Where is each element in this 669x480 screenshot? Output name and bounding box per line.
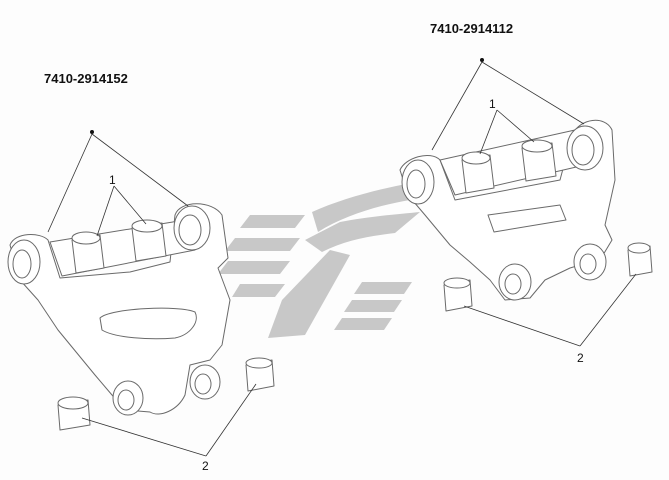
- right-loose-bushings: [443, 242, 653, 312]
- right-part-number: 7410-2914112: [430, 21, 513, 36]
- right-leaders: [431, 58, 637, 347]
- left-callout-bushing-upper: 1: [109, 173, 116, 187]
- right-callout-bushing-upper: 1: [489, 97, 496, 111]
- left-part-number: 7410-2914152: [44, 71, 128, 86]
- left-upper-bushings: [71, 219, 167, 274]
- left-bracket-body: [9, 203, 231, 415]
- left-callout-bushing-lower: 2: [202, 459, 209, 473]
- assembly-right: 7410-2914112 1 2: [399, 21, 653, 365]
- assembly-left: 7410-2914152 1 2: [7, 71, 275, 473]
- left-leaders: [47, 130, 257, 457]
- left-loose-bushings: [57, 357, 275, 431]
- watermark-logo: [218, 178, 440, 338]
- right-upper-bushings: [461, 139, 557, 194]
- right-center-rib: [487, 204, 567, 233]
- left-slot-window: [99, 307, 197, 340]
- right-callout-bushing-lower: 2: [577, 351, 584, 365]
